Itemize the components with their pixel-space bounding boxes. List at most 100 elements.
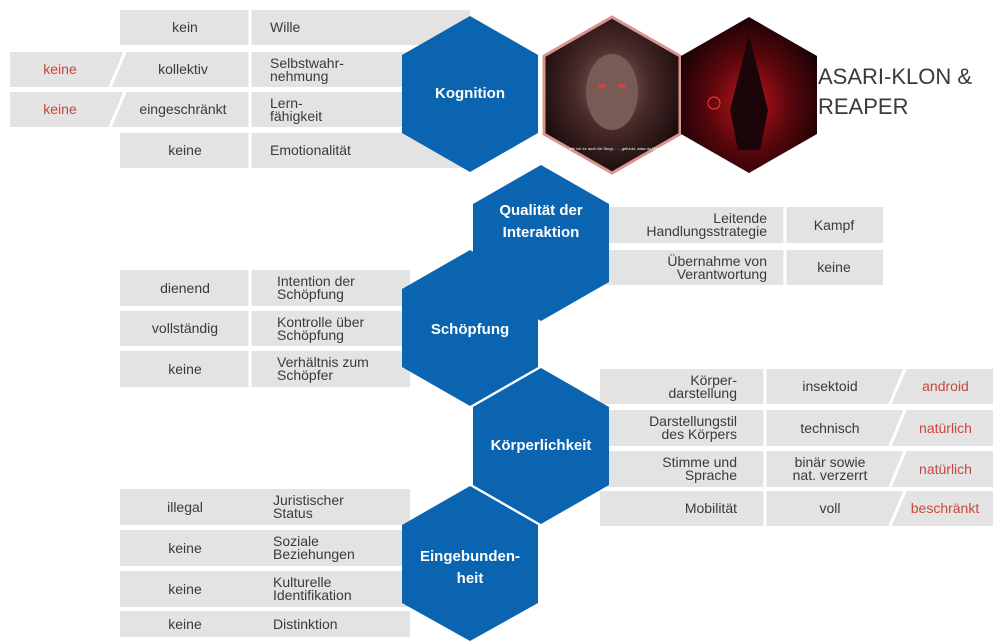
schoepfung-row-bg xyxy=(120,311,410,346)
asari-subtitle-text: …eh, wie ich es auch für Sergi… …gefunkt… xyxy=(558,146,665,151)
attr-line: Identifikation xyxy=(273,587,352,603)
eingebunden-attribute: Distinktion xyxy=(273,615,338,632)
attr-line: Wille xyxy=(270,19,301,35)
attr-line: Beziehungen xyxy=(273,546,355,562)
hexagon-label-line: Eingebunden- xyxy=(420,548,520,565)
kognition-value: kein xyxy=(172,19,198,35)
eingebunden-row-bg xyxy=(120,530,410,566)
asari-eye-left xyxy=(598,84,606,88)
eingebunden-value: keine xyxy=(168,539,202,556)
kognition-attribute: Emotionalität xyxy=(270,133,420,168)
schoepfung-value: keine xyxy=(168,360,202,377)
attr-line: Verantwortung xyxy=(676,265,767,282)
kognition-attribute: Selbstwahr- nehmung xyxy=(270,52,420,87)
asari-face-shape xyxy=(586,54,638,130)
koerper-row-bg xyxy=(600,369,993,404)
attr-line: Selbstwahr- xyxy=(270,54,344,71)
hexagon-label-line: Interaktion xyxy=(502,224,580,241)
hexagon-label-line: Qualität der xyxy=(499,202,583,219)
eingebunden-row-bg xyxy=(120,611,410,637)
koerper-attribute: Körper- darstellung xyxy=(600,369,738,404)
attr-line: des Körpers xyxy=(661,426,737,442)
koerper-attribute: Mobilität xyxy=(684,500,737,516)
attr-line: Emotionalität xyxy=(270,142,351,158)
hexagon-schoepfung xyxy=(402,250,538,406)
interaktion-row-bg xyxy=(600,207,883,243)
koerper-row-bg xyxy=(600,451,993,487)
kognition-value: kollektiv xyxy=(158,61,208,77)
attr-line: Schöpfung xyxy=(277,286,344,302)
kognition-row-bg xyxy=(120,10,470,45)
kognition-row-bg xyxy=(10,52,470,87)
attr-line: Schöpfer xyxy=(277,367,334,383)
hexagon-label-schoepfung: Schöpfung xyxy=(430,321,510,338)
kognition-attribute: Lern- fähigkeit xyxy=(270,92,420,127)
eingebunden-attribute: Juristischer Status xyxy=(273,489,408,525)
koerper-attribute: Darstellungstil des Körpers xyxy=(600,410,737,446)
attr-line: Verhältnis zum xyxy=(277,354,369,370)
interaktion-row-bg xyxy=(600,250,883,285)
attr-line: Schöpfung xyxy=(277,326,344,343)
schoepfung-value: vollständig xyxy=(151,320,219,336)
kognition-value: keine xyxy=(168,142,202,158)
koerper-compare-value: natürlich xyxy=(919,460,972,477)
interaktion-value: keine xyxy=(817,259,851,275)
attr-line: Juristischer xyxy=(273,492,344,508)
attr-line: Status xyxy=(273,505,313,521)
interaktion-attribute: Leitende Handlungsstrategie xyxy=(610,207,767,243)
hexagon-kognition xyxy=(402,16,538,172)
attr-line: Intention der xyxy=(277,273,355,289)
hexagon-label-koerperlichkeit: Körperlichkeit xyxy=(490,437,592,454)
attr-line: Übernahme von xyxy=(667,252,767,269)
attr-line: Kulturelle xyxy=(273,574,332,590)
reaper-glow xyxy=(707,96,721,110)
interaktion-attribute: Übernahme von Verantwortung xyxy=(610,250,767,285)
attr-line: darstellung xyxy=(668,384,738,401)
attr-line: Handlungsstrategie xyxy=(646,223,767,239)
kognition-row-bg xyxy=(120,133,470,168)
schoepfung-row-bg xyxy=(120,270,410,306)
hexagon-eingebundenheit xyxy=(402,486,538,641)
attr-line: Leitende xyxy=(713,210,767,226)
attr-line: fähigkeit xyxy=(270,107,323,124)
koerper-compare-value: natürlich xyxy=(919,419,972,436)
hexagon-label-interaktion: Qualität der Interaktion xyxy=(473,197,609,247)
koerper-value: binär sowie nat. verzerrt xyxy=(765,451,895,487)
value-line: binär sowie xyxy=(794,454,866,470)
eingebunden-attribute: Soziale Beziehungen xyxy=(273,530,408,566)
reaper-silhouette xyxy=(730,35,768,150)
koerper-row-bg xyxy=(600,410,993,446)
kognition-value: eingeschränkt xyxy=(139,101,227,117)
hexagon-label-kognition: Kognition xyxy=(435,85,505,102)
figure-title-line: ASARI-KLON & xyxy=(818,64,973,89)
koerper-compare-value: android xyxy=(922,378,969,394)
koerper-value: insektoid xyxy=(802,378,858,394)
attr-line: Kontrolle über xyxy=(277,313,365,330)
eingebunden-attribute: Kulturelle Identifikation xyxy=(273,571,408,607)
schoepfung-value: dienend xyxy=(160,279,210,296)
attr-line: nehmung xyxy=(270,67,329,84)
attr-line: Soziale xyxy=(273,533,319,549)
schoepfung-row-bg xyxy=(120,351,410,387)
attr-line: Stimme und xyxy=(662,454,737,470)
interaktion-value: Kampf xyxy=(813,216,855,233)
eingebunden-value: illegal xyxy=(167,498,203,515)
koerper-value: technisch xyxy=(800,419,860,436)
koerper-compare-value: beschränkt xyxy=(910,500,980,516)
hexagon-koerperlichkeit xyxy=(473,368,609,524)
hexagon-label-eingebundenheit: Eingebunden- heit xyxy=(402,543,538,593)
hexagon-label-line: heit xyxy=(456,570,484,587)
attr-line: Sprache xyxy=(684,467,737,483)
attr-line: Darstellungstil xyxy=(649,413,737,429)
figure-title-line: REAPER xyxy=(818,94,909,119)
eingebunden-row-bg xyxy=(120,489,410,525)
attr-line: Lern- xyxy=(270,94,303,111)
eingebunden-value: keine xyxy=(168,580,202,597)
schoepfung-attribute: Kontrolle über Schöpfung xyxy=(277,311,407,346)
kognition-compare-value: keine xyxy=(43,61,77,77)
eingebunden-row-bg xyxy=(120,571,410,607)
asari-eye-right xyxy=(618,84,626,88)
koerper-value: voll xyxy=(819,500,841,516)
kognition-row-bg xyxy=(10,92,470,127)
